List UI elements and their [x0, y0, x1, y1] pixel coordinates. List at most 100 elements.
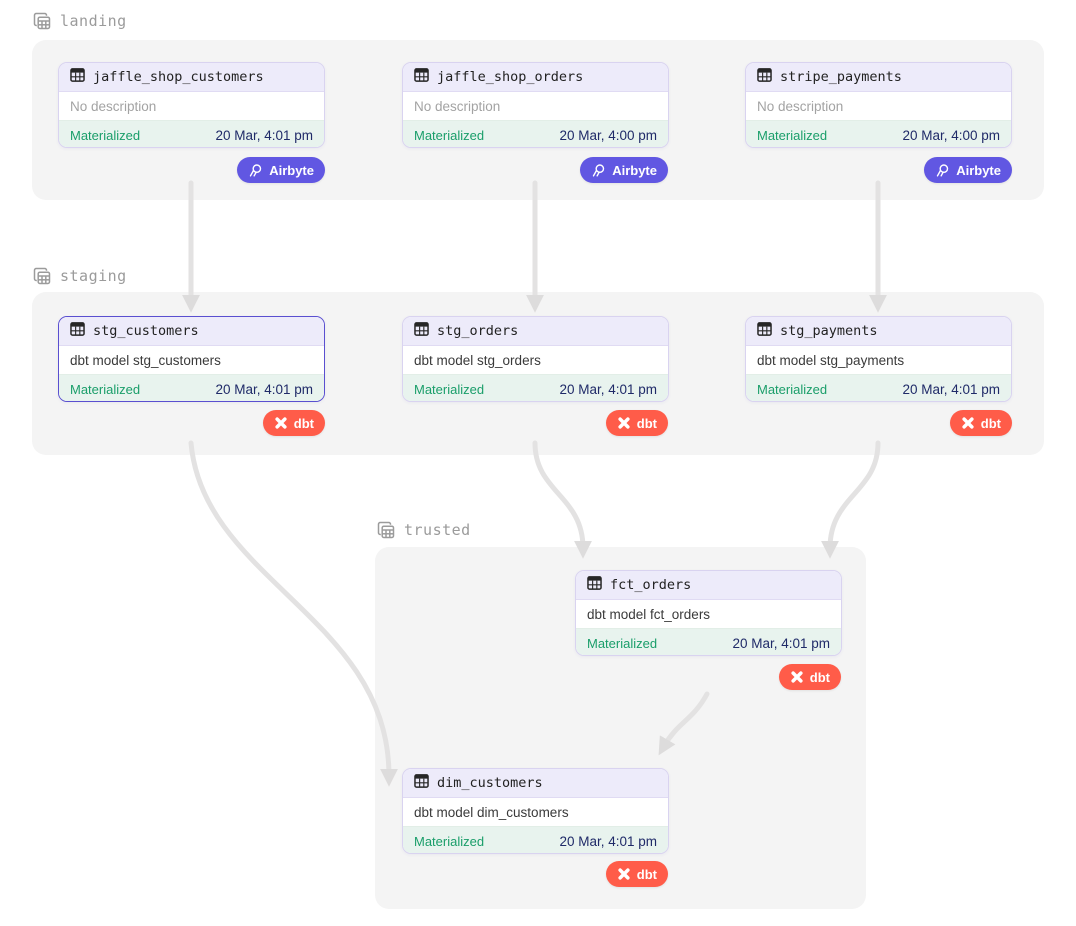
table-grid-icon: [757, 321, 772, 341]
node-card-jaffle_shop_orders[interactable]: jaffle_shop_orders No description Materi…: [402, 62, 669, 148]
node-description: dbt model stg_orders: [403, 346, 668, 374]
stacked-tables-icon: [32, 266, 52, 286]
timestamp: 20 Mar, 4:01 pm: [215, 127, 313, 143]
group-label-landing: landing: [32, 11, 127, 31]
airbyte-badge[interactable]: Airbyte: [924, 157, 1012, 183]
badge-label: dbt: [980, 415, 1001, 431]
airbyte-badge[interactable]: Airbyte: [237, 157, 325, 183]
node-description: dbt model dim_customers: [403, 798, 668, 826]
node-title: stg_payments: [780, 323, 878, 339]
dbt-x-icon: [274, 416, 288, 430]
airbyte-badge[interactable]: Airbyte: [580, 157, 668, 183]
node-title: jaffle_shop_customers: [93, 69, 264, 85]
edge-stg_orders-fct_orders: [532, 440, 592, 559]
node-card-jaffle_shop_customers[interactable]: jaffle_shop_customers No description Mat…: [58, 62, 325, 148]
node-card-stripe_payments[interactable]: stripe_payments No description Materiali…: [745, 62, 1012, 148]
timestamp: 20 Mar, 4:00 pm: [902, 127, 1000, 143]
node-footer: Materialized 20 Mar, 4:01 pm: [746, 374, 1011, 401]
node-card-stg_payments[interactable]: stg_payments dbt model stg_payments Mate…: [745, 316, 1012, 402]
table-grid-icon: [414, 67, 429, 87]
node-description: No description: [59, 92, 324, 120]
status-label: Materialized: [414, 833, 485, 849]
node-description: dbt model stg_payments: [746, 346, 1011, 374]
node-card-dim_customers[interactable]: dim_customers dbt model dim_customers Ma…: [402, 768, 669, 854]
status-label: Materialized: [70, 127, 141, 143]
node-footer: Materialized 20 Mar, 4:01 pm: [576, 628, 841, 655]
badge-label: dbt: [293, 415, 314, 431]
table-grid-icon: [414, 321, 429, 341]
dbt-x-icon: [790, 670, 804, 684]
edge-stg_customers-dim_customers: [188, 440, 398, 787]
node-footer: Materialized 20 Mar, 4:01 pm: [59, 374, 324, 401]
status-label: Materialized: [414, 127, 485, 143]
table-grid-icon: [70, 321, 85, 341]
badge-label: dbt: [636, 415, 657, 431]
node-card-fct_orders[interactable]: fct_orders dbt model fct_orders Material…: [575, 570, 842, 656]
node-header: stg_customers: [59, 317, 324, 346]
group-label-staging: staging: [32, 266, 127, 286]
badge-label: dbt: [809, 669, 830, 685]
status-label: Materialized: [757, 127, 828, 143]
node-header: stg_payments: [746, 317, 1011, 346]
group-name: landing: [60, 12, 127, 30]
dbt-badge[interactable]: dbt: [949, 410, 1012, 436]
node-title: stg_customers: [93, 323, 199, 339]
badge-label: dbt: [636, 866, 657, 882]
dbt-x-icon: [617, 867, 631, 881]
table-grid-icon: [414, 773, 429, 793]
timestamp: 20 Mar, 4:01 pm: [902, 381, 1000, 397]
dbt-x-icon: [961, 416, 975, 430]
node-description: No description: [746, 92, 1011, 120]
timestamp: 20 Mar, 4:01 pm: [215, 381, 313, 397]
timestamp: 20 Mar, 4:01 pm: [559, 381, 657, 397]
node-footer: Materialized 20 Mar, 4:01 pm: [403, 374, 668, 401]
airbyte-octopus-icon: [248, 163, 263, 178]
status-label: Materialized: [757, 381, 828, 397]
node-footer: Materialized 20 Mar, 4:01 pm: [59, 120, 324, 147]
node-header: stripe_payments: [746, 63, 1011, 92]
stacked-tables-icon: [32, 11, 52, 31]
badge-label: Airbyte: [956, 162, 1001, 178]
node-header: dim_customers: [403, 769, 668, 798]
badge-label: Airbyte: [612, 162, 657, 178]
status-label: Materialized: [70, 381, 141, 397]
status-label: Materialized: [414, 381, 485, 397]
table-grid-icon: [587, 575, 602, 595]
badge-label: Airbyte: [269, 162, 314, 178]
node-footer: Materialized 20 Mar, 4:01 pm: [403, 826, 668, 853]
status-label: Materialized: [587, 635, 658, 651]
node-title: stg_orders: [437, 323, 519, 339]
timestamp: 20 Mar, 4:01 pm: [732, 635, 830, 651]
table-grid-icon: [757, 67, 772, 87]
airbyte-octopus-icon: [591, 163, 606, 178]
node-title: stripe_payments: [780, 69, 902, 85]
node-title: fct_orders: [610, 577, 692, 593]
group-name: trusted: [404, 521, 471, 539]
node-header: fct_orders: [576, 571, 841, 600]
node-description: dbt model fct_orders: [576, 600, 841, 628]
node-title: jaffle_shop_orders: [437, 69, 584, 85]
group-name: staging: [60, 267, 127, 285]
node-header: jaffle_shop_customers: [59, 63, 324, 92]
node-header: stg_orders: [403, 317, 668, 346]
node-description: No description: [403, 92, 668, 120]
table-grid-icon: [70, 67, 85, 87]
dbt-badge[interactable]: dbt: [262, 410, 325, 436]
node-footer: Materialized 20 Mar, 4:00 pm: [746, 120, 1011, 147]
node-card-stg_customers[interactable]: stg_customers dbt model stg_customers Ma…: [58, 316, 325, 402]
timestamp: 20 Mar, 4:00 pm: [559, 127, 657, 143]
dbt-badge[interactable]: dbt: [605, 861, 668, 887]
node-card-stg_orders[interactable]: stg_orders dbt model stg_orders Material…: [402, 316, 669, 402]
node-footer: Materialized 20 Mar, 4:00 pm: [403, 120, 668, 147]
dbt-badge[interactable]: dbt: [778, 664, 841, 690]
node-title: dim_customers: [437, 775, 543, 791]
node-description: dbt model stg_customers: [59, 346, 324, 374]
group-label-trusted: trusted: [376, 520, 471, 540]
airbyte-octopus-icon: [935, 163, 950, 178]
stacked-tables-icon: [376, 520, 396, 540]
dbt-badge[interactable]: dbt: [605, 410, 668, 436]
dbt-x-icon: [617, 416, 631, 430]
node-header: jaffle_shop_orders: [403, 63, 668, 92]
edge-stg_payments-fct_orders: [821, 440, 881, 559]
